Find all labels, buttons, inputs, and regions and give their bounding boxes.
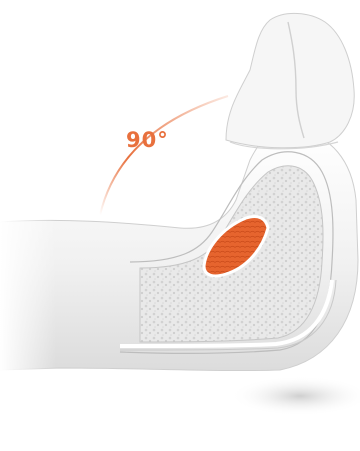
left-fade [0,180,160,400]
angle-label: 90° [126,128,186,152]
floor-shadow [230,376,360,416]
